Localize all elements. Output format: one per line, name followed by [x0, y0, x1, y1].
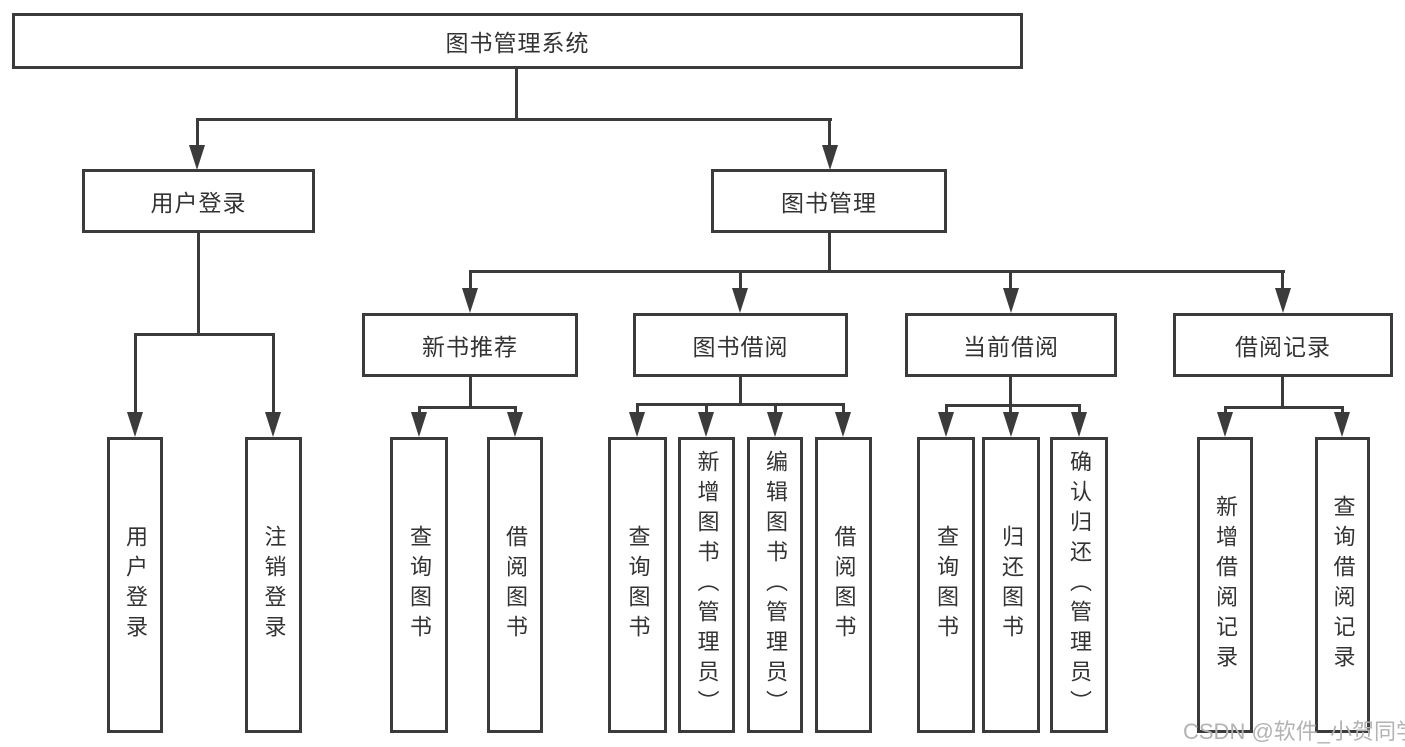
arrow-down-icon: [767, 412, 783, 437]
arrow-down-icon: [938, 412, 954, 437]
arrow-down-icon: [629, 412, 645, 437]
connector-line: [1009, 270, 1012, 292]
connector-line: [515, 68, 518, 119]
arrow-down-icon: [822, 145, 838, 170]
connector-line: [418, 406, 517, 409]
connector-line: [636, 403, 845, 406]
connector-line: [1341, 406, 1344, 415]
arrow-down-icon: [189, 145, 205, 170]
arrow-down-icon: [1275, 288, 1291, 313]
connector-line: [1009, 404, 1012, 415]
connector-line: [197, 233, 200, 335]
arrow-down-icon: [462, 288, 478, 313]
leaf-borrow-books-2: 借阅图书: [815, 437, 872, 733]
connector-line: [945, 404, 1081, 407]
connector-line: [739, 270, 742, 292]
leaf-confirm-return-admin: 确认归还（管理员）: [1050, 437, 1108, 733]
node-root: 图书管理系统: [12, 13, 1023, 69]
leaf-add-book-admin: 新增图书（管理员）: [678, 437, 735, 733]
connector-line: [945, 404, 948, 415]
leaf-query-borrow-record: 查询借阅记录: [1315, 437, 1370, 733]
connector-line: [272, 333, 275, 413]
arrow-down-icon: [698, 412, 714, 437]
leaf-query-books-2: 查询图书: [608, 437, 667, 733]
arrow-down-icon: [732, 288, 748, 313]
connector-line: [828, 232, 831, 272]
node-book-borrow: 图书借阅: [633, 313, 848, 377]
connector-line: [1224, 406, 1344, 409]
leaf-borrow-books-1: 借阅图书: [487, 437, 543, 733]
connector-line: [469, 377, 472, 408]
connector-line: [197, 118, 832, 121]
connector-line: [196, 118, 199, 148]
leaf-return-books: 归还图书: [982, 437, 1040, 733]
connector-line: [774, 403, 777, 415]
arrow-down-icon: [507, 412, 523, 437]
arrow-down-icon: [127, 412, 143, 437]
arrow-down-icon: [1003, 412, 1019, 437]
connector-line: [636, 403, 639, 415]
connector-line: [1009, 377, 1012, 406]
leaf-logout: 注销登录: [245, 437, 302, 733]
arrow-down-icon: [835, 412, 851, 437]
node-user-login: 用户登录: [82, 169, 315, 233]
connector-line: [739, 377, 742, 405]
connector-line: [1224, 406, 1227, 415]
connector-line: [469, 270, 472, 292]
watermark: CSDN @软件_小贺同学: [1183, 719, 1405, 744]
arrow-down-icon: [1003, 288, 1019, 313]
arrow-down-icon: [1071, 412, 1087, 437]
connector-line: [514, 406, 517, 415]
node-book-management: 图书管理: [711, 169, 947, 233]
node-borrow-records: 借阅记录: [1173, 313, 1393, 377]
arrow-down-icon: [265, 412, 281, 437]
arrow-down-icon: [1217, 412, 1233, 437]
connector-line: [842, 403, 845, 415]
connector-line: [1078, 404, 1081, 415]
connector-line: [418, 406, 421, 415]
leaf-add-borrow-record: 新增借阅记录: [1197, 437, 1253, 733]
leaf-query-books-3: 查询图书: [917, 437, 975, 733]
leaf-user-login: 用户登录: [107, 437, 163, 733]
connector-line: [828, 118, 831, 148]
connector-line: [134, 333, 275, 336]
node-current-borrow: 当前借阅: [905, 313, 1117, 377]
connector-line: [134, 333, 137, 413]
node-new-book-recommend: 新书推荐: [362, 313, 578, 377]
leaf-query-books-1: 查询图书: [390, 437, 448, 733]
connector-line: [1281, 270, 1284, 292]
leaf-edit-book-admin: 编辑图书（管理员）: [747, 437, 803, 733]
connector-line: [1281, 377, 1284, 408]
connector-line: [470, 270, 1285, 273]
arrow-down-icon: [1334, 412, 1350, 437]
connector-line: [705, 403, 708, 415]
arrow-down-icon: [411, 412, 427, 437]
